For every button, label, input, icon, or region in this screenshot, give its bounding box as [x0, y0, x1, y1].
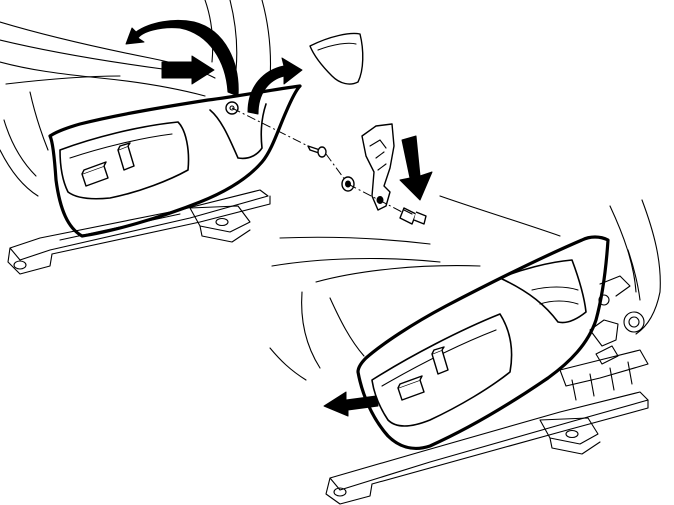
- arrow-down: [399, 135, 433, 201]
- seat-track: [7, 189, 271, 275]
- arrow-rotate: [125, 19, 239, 97]
- arrow-pull: [323, 391, 379, 417]
- seat-back-outline: [609, 199, 661, 335]
- arrow-push: [161, 55, 215, 85]
- bolt: [399, 207, 427, 225]
- screw: [307, 145, 327, 158]
- cap: [309, 32, 364, 85]
- upper-view: [0, 0, 433, 275]
- bracket: [361, 123, 395, 211]
- washer: [341, 176, 355, 192]
- lower-view: [269, 195, 661, 505]
- seat-cushion: [269, 195, 561, 381]
- alignment-line: [231, 107, 403, 213]
- seat-adjust-switch: [397, 346, 449, 401]
- seat-cushion: [0, 21, 216, 197]
- seat-track: [325, 275, 649, 505]
- side-shield: [48, 84, 302, 238]
- arrow-lift: [247, 57, 303, 115]
- side-shield: [356, 235, 610, 450]
- seat-adjust-switch: [81, 142, 135, 187]
